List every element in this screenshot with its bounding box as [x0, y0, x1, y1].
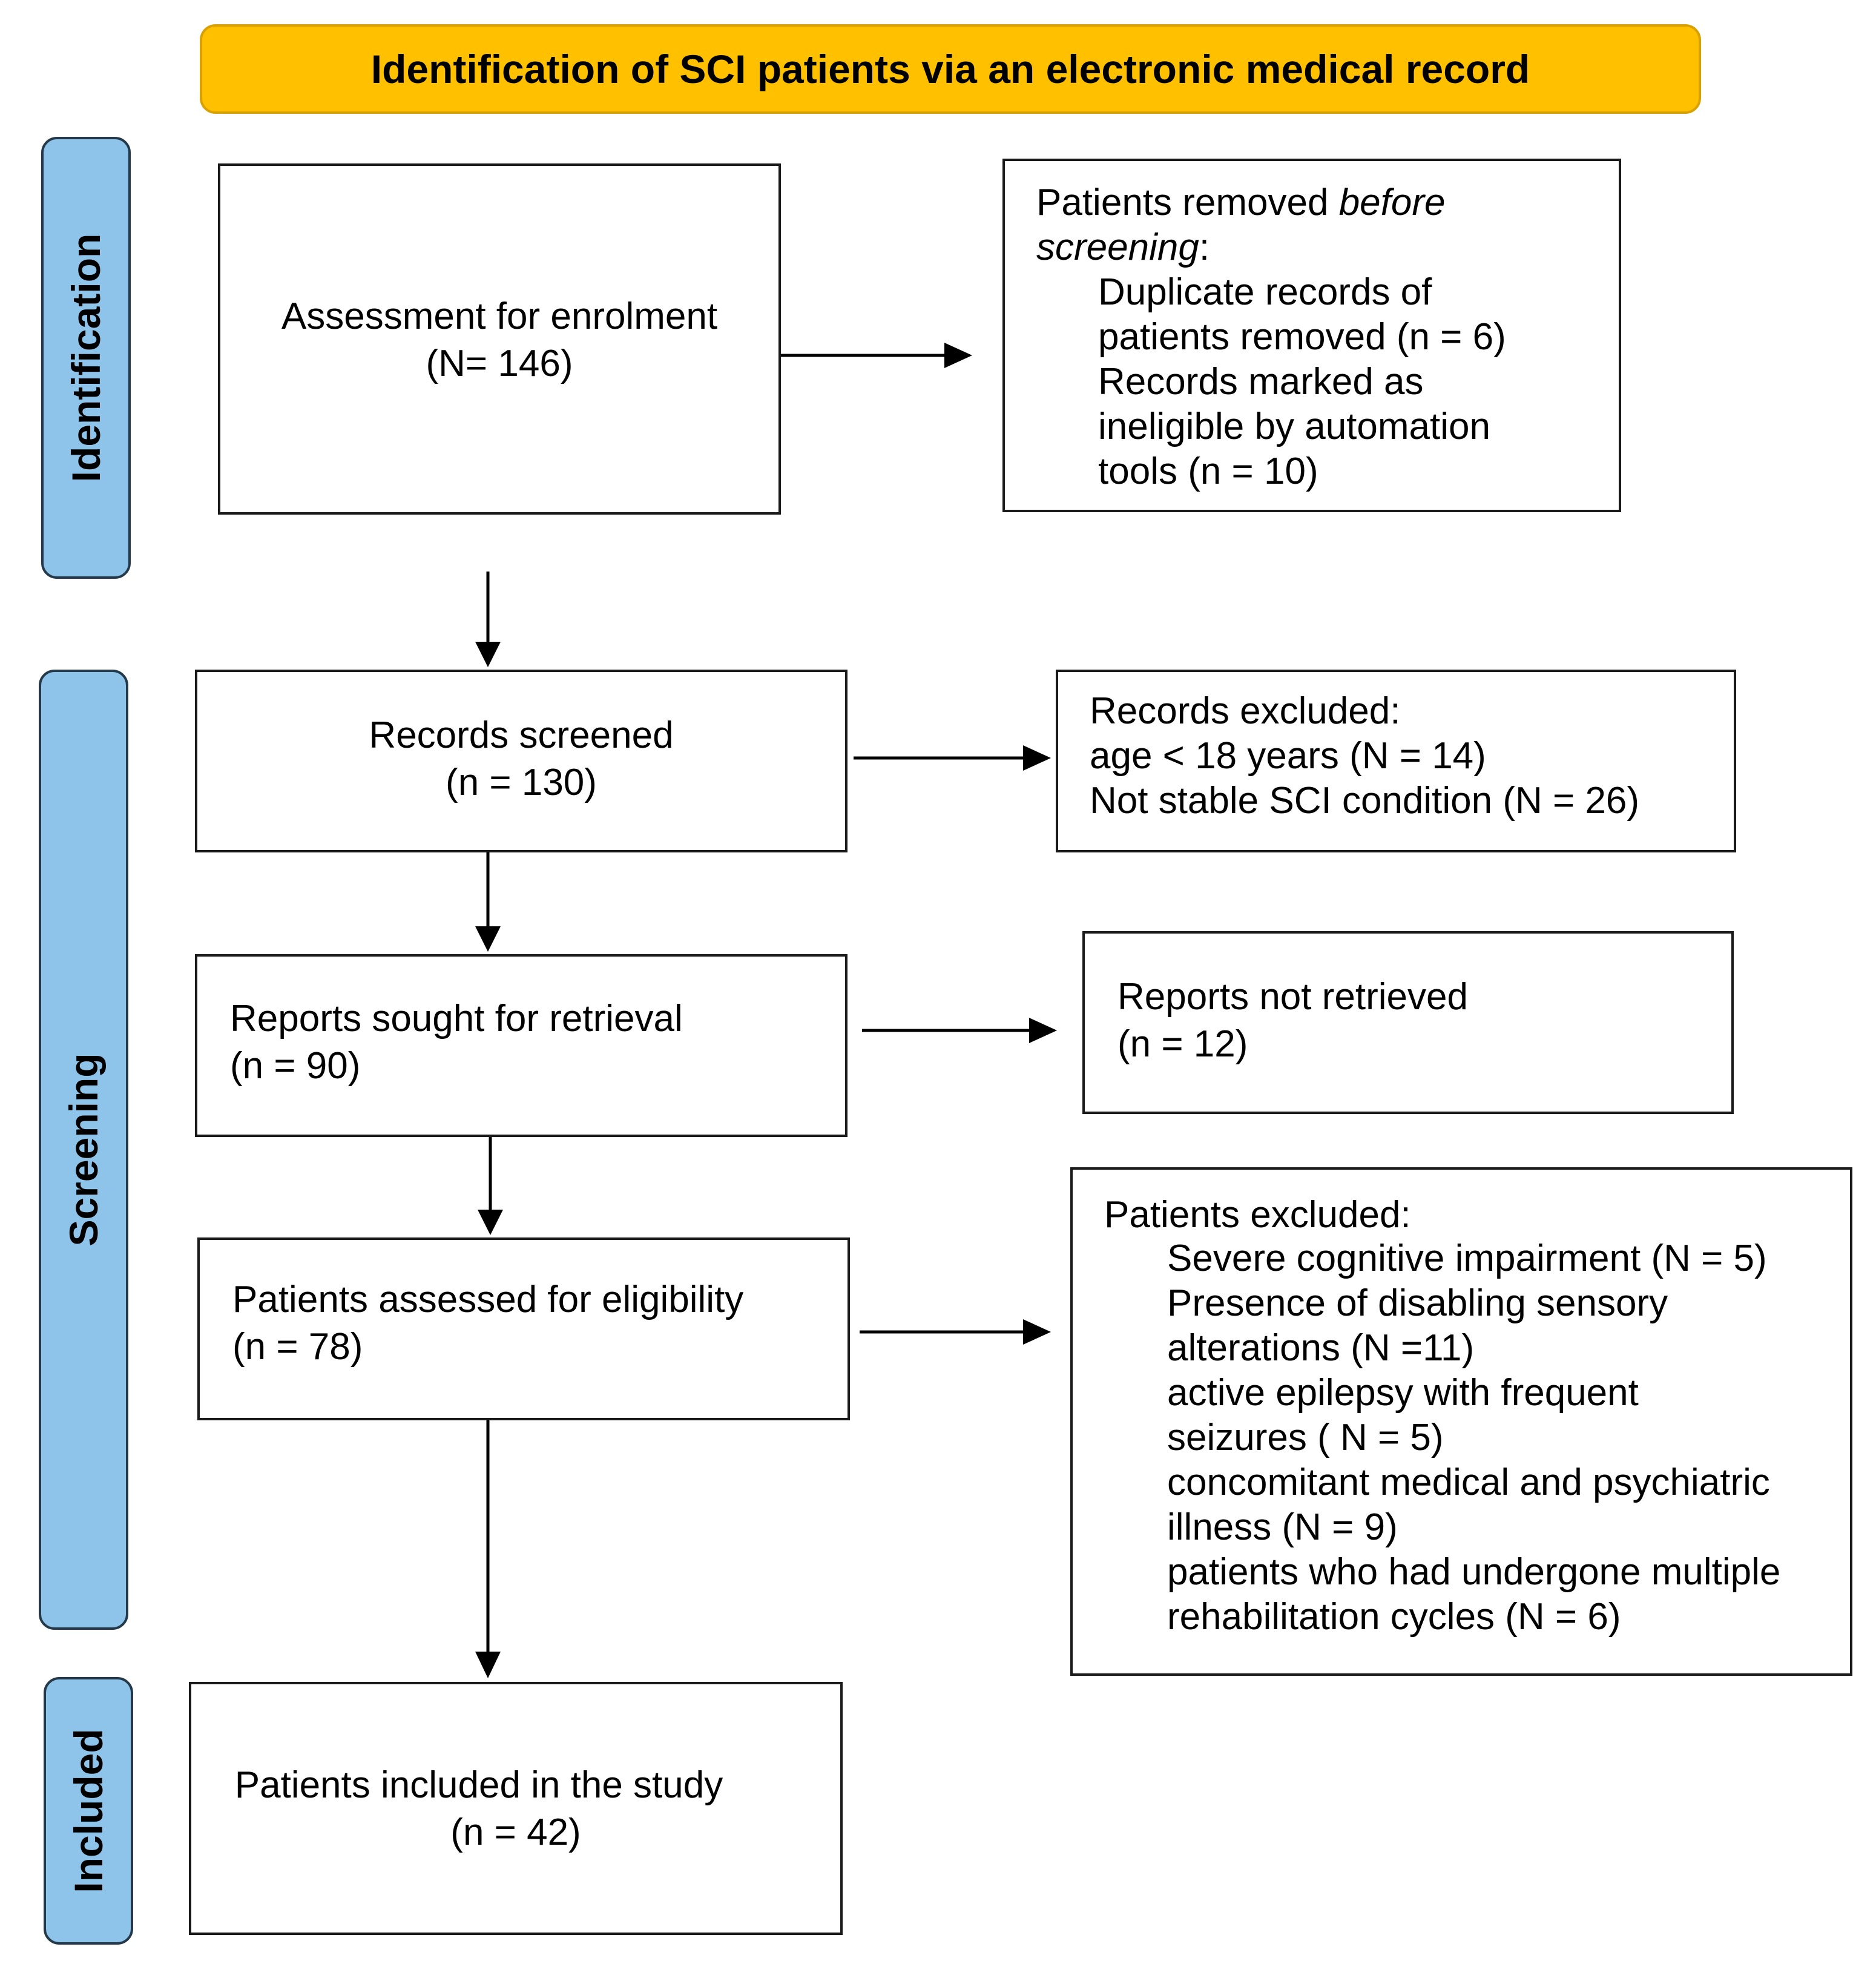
removed-line: tools (n = 10)	[1098, 450, 1318, 492]
arrowhead-down	[478, 1210, 503, 1235]
removed-line: Records marked as	[1098, 361, 1424, 403]
eligibility-count: (n = 78)	[232, 1326, 363, 1368]
box-reports-not-retrieved: Reports not retrieved (n = 12)	[1082, 931, 1734, 1114]
removed-line: ineligible by automation	[1098, 406, 1490, 447]
removed-heading-prefix: Patients removed	[1036, 182, 1339, 223]
patients-excluded-line: seizures ( N = 5)	[1167, 1417, 1444, 1458]
patients-excluded-line: rehabilitation cycles (N = 6)	[1167, 1596, 1621, 1638]
removed-heading: Patients removed before	[1036, 180, 1446, 225]
patients-excluded-line: illness (N = 9)	[1167, 1506, 1398, 1548]
patients-excluded-line: concomitant medical and psychiatric	[1167, 1461, 1770, 1503]
patients-excluded-line: Severe cognitive impairment (N = 5)	[1167, 1237, 1767, 1279]
assessment-label: Assessment for enrolment	[281, 295, 718, 337]
arrowhead-down	[475, 642, 501, 667]
diagram-title-bar: Identification of SCI patients via an el…	[200, 24, 1701, 114]
patients-excluded-heading: Patients excluded:	[1104, 1194, 1411, 1236]
arrowhead-right	[1029, 1018, 1057, 1043]
patients-excluded-line: Presence of disabling sensory	[1167, 1282, 1668, 1324]
patients-excluded-line: active epilepsy with frequent	[1167, 1372, 1639, 1414]
phase-screening: Screening	[39, 670, 128, 1630]
records-excluded-line: age < 18 years (N = 14)	[1090, 735, 1486, 777]
box-records-screened: Records screened (n = 130)	[195, 670, 847, 852]
removed-heading-emphasis2: screening	[1036, 226, 1199, 268]
arrowhead-right	[1023, 1319, 1051, 1345]
box-included: Patients included in the study (n = 42)	[189, 1682, 843, 1935]
removed-line: Duplicate records of	[1098, 271, 1432, 313]
sought-count: (n = 90)	[230, 1045, 361, 1087]
assessment-count: (N= 146)	[426, 343, 573, 384]
box-reports-sought: Reports sought for retrieval (n = 90)	[195, 954, 847, 1137]
box-removed-before-screening: Patients removed before screening: Dupli…	[1002, 159, 1621, 512]
included-count: (n = 42)	[450, 1811, 581, 1853]
records-excluded-line: Records excluded:	[1090, 690, 1401, 732]
arrowhead-down	[475, 1652, 501, 1678]
removed-line: patients removed (n = 6)	[1098, 316, 1506, 358]
arrowhead-right	[944, 343, 972, 368]
patients-excluded-line: alterations (N =11)	[1167, 1327, 1475, 1369]
box-assessment: Assessment for enrolment (N= 146)	[218, 163, 781, 515]
phase-identification: Identification	[41, 137, 131, 579]
sought-label: Reports sought for retrieval	[230, 998, 683, 1040]
arrowhead-down	[475, 926, 501, 952]
box-records-excluded: Records excluded: age < 18 years (N = 14…	[1056, 670, 1736, 852]
not-retrieved-count: (n = 12)	[1117, 1023, 1248, 1065]
screened-count: (n = 130)	[446, 762, 597, 803]
arrowhead-right	[1023, 745, 1051, 771]
diagram-title: Identification of SCI patients via an el…	[370, 47, 1530, 91]
phase-included: Included	[44, 1677, 133, 1945]
eligibility-label: Patients assessed for eligibility	[232, 1279, 744, 1320]
removed-heading-line2: screening:	[1036, 225, 1210, 270]
box-eligibility: Patients assessed for eligibility (n = 7…	[197, 1237, 850, 1420]
not-retrieved-label: Reports not retrieved	[1117, 976, 1468, 1018]
records-excluded-line: Not stable SCI condition (N = 26)	[1090, 780, 1640, 822]
screened-label: Records screened	[369, 714, 674, 756]
removed-heading-emphasis: before	[1338, 182, 1446, 223]
removed-heading-suffix: :	[1199, 226, 1210, 268]
included-label: Patients included in the study	[234, 1764, 723, 1806]
box-patients-excluded: Patients excluded: Severe cognitive impa…	[1070, 1167, 1852, 1676]
patients-excluded-line: patients who had undergone multiple	[1167, 1551, 1781, 1593]
